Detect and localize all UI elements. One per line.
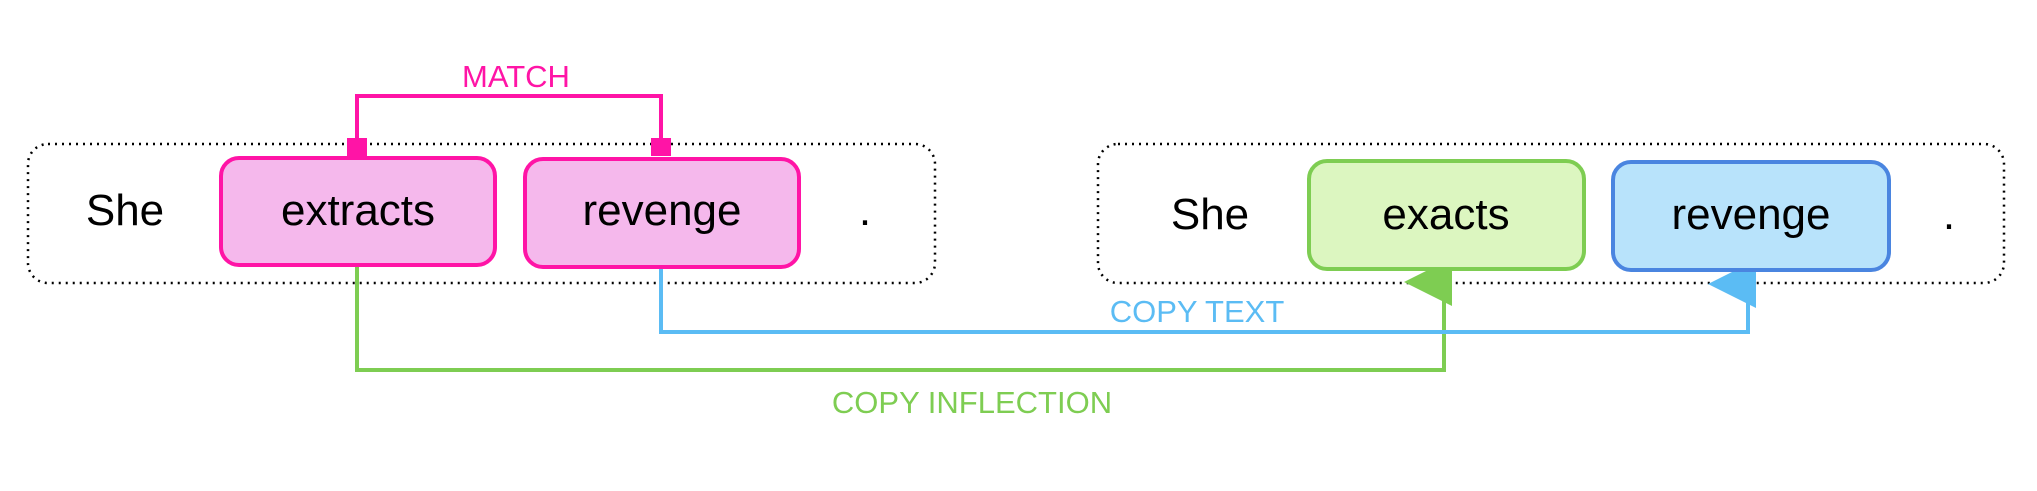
copy-text-connector [659, 260, 1756, 334]
source-token-extracts: extracts [281, 186, 435, 235]
source-token-period: . [859, 186, 871, 235]
target-token-she: She [1171, 190, 1249, 239]
target-sentence-container [1096, 142, 2006, 285]
source-token-revenge-box [523, 157, 801, 269]
match-anchor-left [347, 138, 367, 156]
target-token-revenge-box [1611, 160, 1891, 272]
match-label: MATCH [462, 59, 570, 94]
source-token-revenge: revenge [582, 186, 741, 235]
target-token-exacts: exacts [1382, 190, 1509, 239]
target-token-revenge: revenge [1671, 190, 1830, 239]
copy-inflection-label: COPY INFLECTION [832, 385, 1112, 420]
source-token-extracts-box [219, 156, 497, 267]
match-bracket [347, 94, 671, 156]
target-token-period: . [1943, 190, 1955, 239]
source-token-she: She [86, 186, 164, 235]
target-token-exacts-box [1307, 159, 1586, 271]
copy-inflection-connector [355, 258, 1452, 372]
match-anchor-right [651, 138, 671, 156]
copy-text-label: COPY TEXT [1110, 294, 1285, 329]
